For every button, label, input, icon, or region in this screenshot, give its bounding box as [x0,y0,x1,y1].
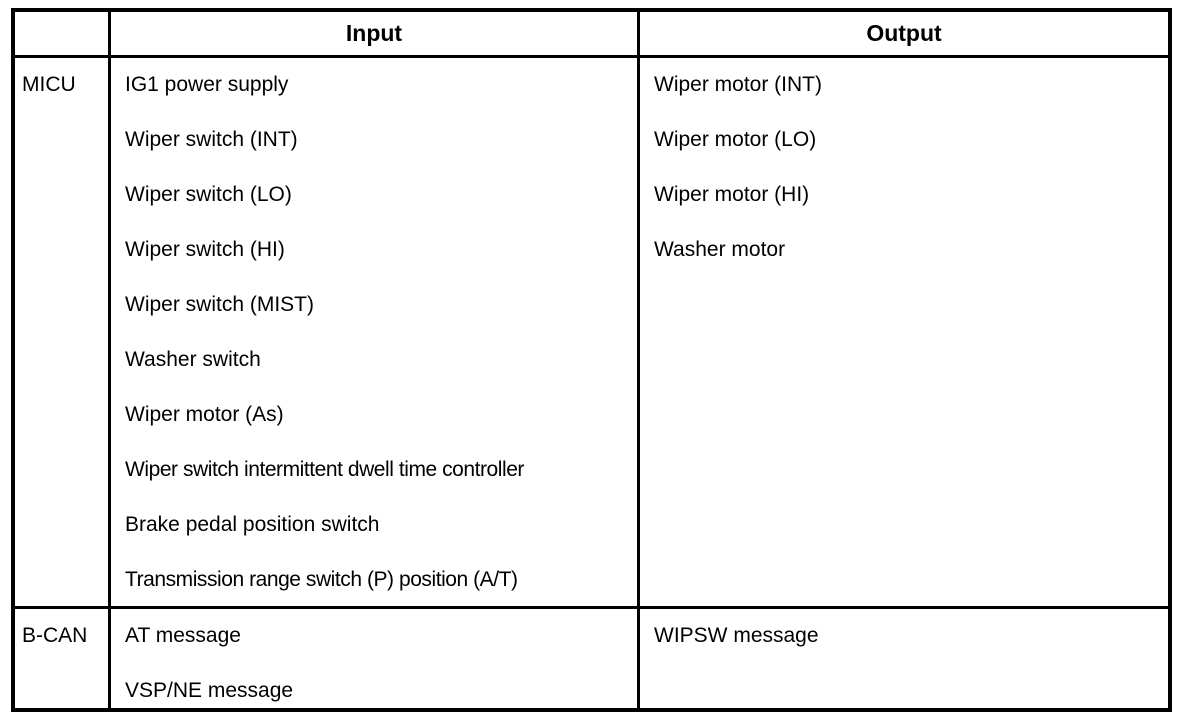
header-label-output: Output [866,20,942,46]
header-cell-output: Output [640,12,1168,55]
list-item: Wiper switch (HI) [125,238,285,261]
header-cell-unit [15,12,111,55]
cell-output-bcan: WIPSW message [640,609,1168,708]
list-item: Wiper motor (As) [125,403,284,426]
list-item: Wiper motor (INT) [654,73,822,96]
cell-output-micu: Wiper motor (INT) Wiper motor (LO) Wiper… [640,58,1168,606]
list-item: Wiper switch (LO) [125,183,292,206]
header-label-input: Input [345,20,403,46]
input-list-bcan: AT message VSP/NE message [125,623,637,704]
cell-unit-micu: MICU [15,58,111,606]
list-item: VSP/NE message [125,679,294,702]
list-item: Washer switch [125,348,261,371]
cell-input-bcan: AT message VSP/NE message [111,609,640,708]
list-item: Washer motor [654,238,786,261]
table-row-bcan: B-CAN AT message VSP/NE message WIPSW me… [15,609,1168,708]
list-item: Brake pedal position switch [125,513,380,536]
unit-label-micu: MICU [22,73,76,96]
input-list-micu: IG1 power supply Wiper switch (INT) Wipe… [125,72,637,593]
output-list-bcan: WIPSW message [654,623,1168,649]
list-item: Wiper motor (LO) [654,128,817,151]
list-item: Wiper motor (HI) [654,183,810,206]
list-item: Wiper switch (MIST) [125,293,314,316]
list-item: Wiper switch intermittent dwell time con… [125,458,524,481]
cell-unit-bcan: B-CAN [15,609,111,708]
output-list-micu: Wiper motor (INT) Wiper motor (LO) Wiper… [654,72,1168,263]
list-item: WIPSW message [654,624,819,647]
table-header-row: Input Output [15,12,1168,58]
header-cell-input: Input [111,12,640,55]
unit-label-bcan: B-CAN [22,624,88,647]
cell-input-micu: IG1 power supply Wiper switch (INT) Wipe… [111,58,640,606]
list-item: AT message [125,624,241,647]
list-item: Transmission range switch (P) position (… [125,568,518,591]
input-output-table: Input Output MICU IG1 power supply Wiper… [11,8,1172,712]
list-item: Wiper switch (INT) [125,128,298,151]
list-item: IG1 power supply [125,73,289,96]
table-row-micu: MICU IG1 power supply Wiper switch (INT)… [15,58,1168,609]
